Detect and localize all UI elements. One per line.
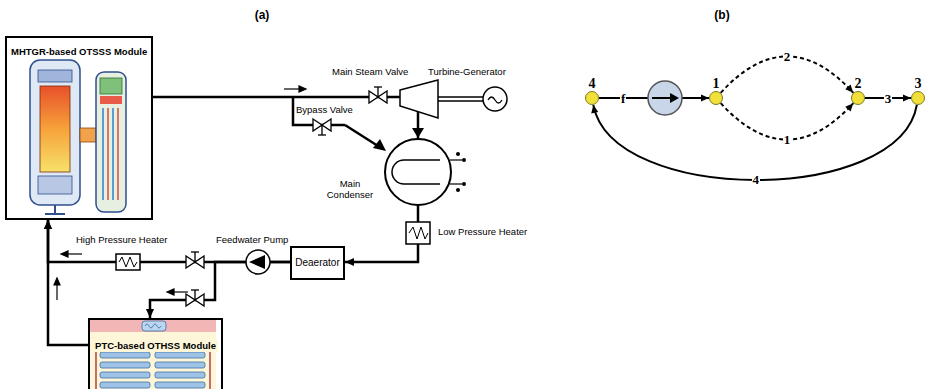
node-text: MHTGR-based OTSSS Module: [11, 46, 147, 58]
turbine-generator: [400, 80, 507, 118]
flow-arrow: [54, 86, 306, 300]
connector: [153, 97, 418, 266]
edge-label: 4: [752, 173, 761, 186]
reactor-illustration: [30, 60, 126, 214]
node-text: Deaerator: [295, 257, 339, 269]
solar-module-box: PTC-based OTHSS Module: [88, 318, 223, 389]
reactor-module-box: MHTGR-based OTSSS Module: [5, 36, 153, 220]
edge-label: 3: [884, 92, 893, 105]
ptc-field-illustration: [90, 320, 216, 389]
valve-symbol: [186, 87, 387, 306]
node-number: 1: [713, 77, 720, 91]
component-label: Low Pressure Heater: [438, 226, 527, 237]
component-label: Main Steam Valve: [332, 66, 408, 77]
pump-symbol: [246, 250, 270, 274]
graph-node: 2: [851, 91, 865, 105]
component-label: Main Condenser: [324, 178, 376, 200]
panel-label: (a): [255, 8, 270, 22]
connector: [146, 262, 290, 318]
heater-symbol: [116, 222, 430, 270]
condenser-symbol: [385, 139, 466, 205]
component-label: High Pressure Heater: [76, 234, 167, 245]
deaerator-box: Deaerator: [290, 246, 345, 280]
panel-label: (b): [714, 8, 729, 22]
component-label: Turbine-Generator: [428, 66, 506, 77]
graph-node: 4: [585, 91, 599, 105]
node-number: 4: [589, 77, 596, 91]
connector: [591, 105, 917, 180]
graph-node: 3: [911, 91, 925, 105]
graph-node: 1: [709, 91, 723, 105]
node-number: 2: [855, 77, 862, 91]
bypass-arrow: [345, 125, 378, 146]
edge-label: 2: [783, 50, 792, 63]
edge-label: 1: [783, 133, 792, 146]
edge-label: f: [620, 92, 626, 105]
node-number: 3: [915, 77, 922, 91]
component-label: Feedwater Pump: [216, 234, 288, 245]
pump-symbol: [648, 81, 682, 115]
node-text: PTC-based OTHSS Module: [93, 340, 218, 352]
component-label: Bypass Valve: [296, 104, 353, 115]
